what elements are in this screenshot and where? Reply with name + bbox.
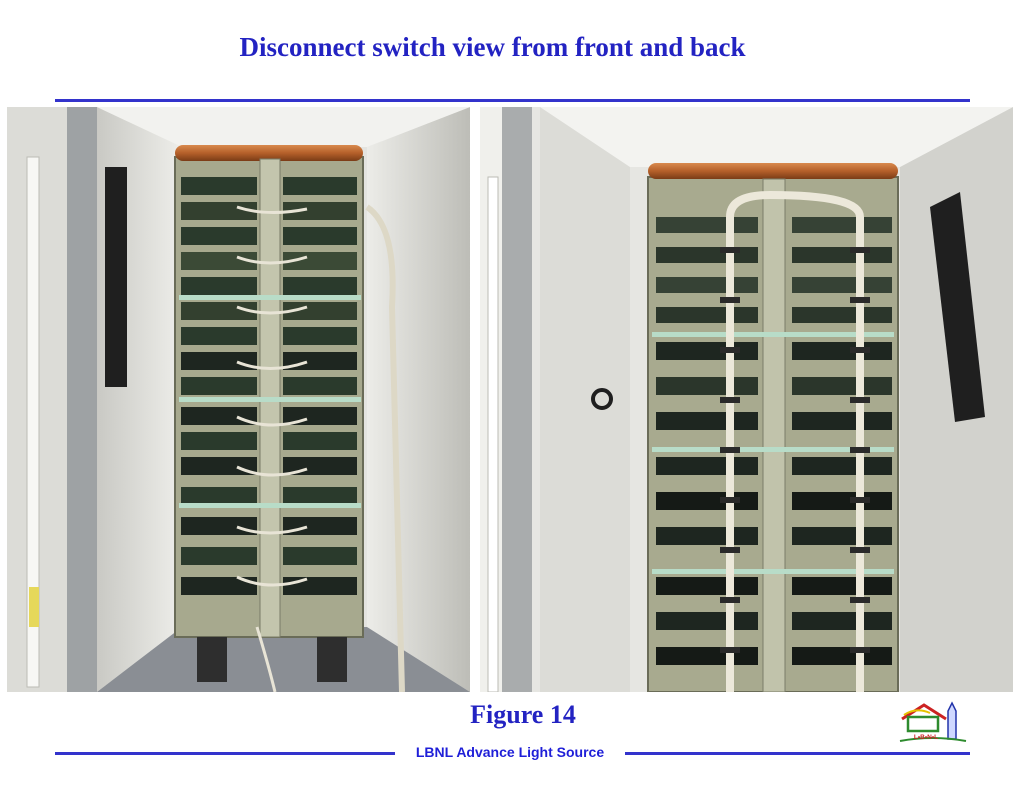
figure-caption: Figure 14	[470, 700, 576, 729]
footer-divider-left	[55, 752, 395, 755]
photo-front-view	[7, 107, 470, 692]
back-view-image	[480, 107, 1013, 692]
top-divider	[55, 99, 970, 102]
footer-divider-right	[625, 752, 970, 755]
front-view-image	[7, 107, 470, 692]
photo-back-view	[480, 107, 1013, 692]
logo-text: L•B•N•L	[914, 734, 938, 741]
slide-title: Disconnect switch view from front and ba…	[239, 32, 746, 62]
footer-label: LBNL Advance Light Source	[415, 744, 605, 760]
lbnl-logo: L•B•N•L	[896, 697, 970, 747]
